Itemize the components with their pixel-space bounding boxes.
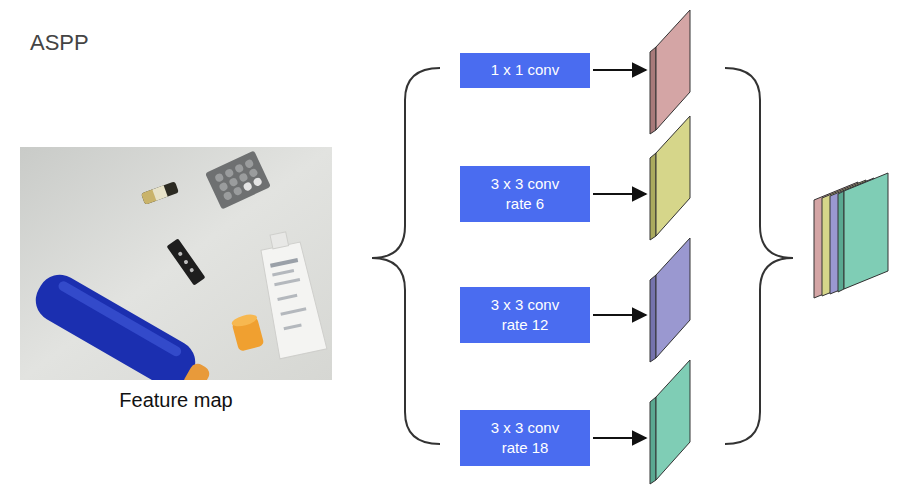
feature-map-photo	[20, 147, 332, 380]
feature-plane	[650, 238, 690, 362]
process-box: 1 x 1 conv	[460, 53, 590, 88]
white-tube	[254, 228, 327, 358]
box-label: 3 x 3 conv rate 18	[479, 418, 571, 458]
right-brace	[725, 68, 793, 444]
battery	[141, 181, 179, 205]
diagram-title: ASPP	[30, 30, 89, 56]
blister-pack	[205, 150, 271, 209]
box-label: 3 x 3 conv rate 12	[479, 295, 571, 335]
process-box: 3 x 3 conv rate 6	[460, 166, 590, 222]
feature-plane	[650, 116, 690, 240]
feature-plane	[650, 360, 690, 484]
feature-plane	[650, 10, 690, 134]
blue-bottle	[28, 267, 217, 380]
left-brace	[372, 68, 440, 444]
box-label: 3 x 3 conv rate 6	[479, 174, 571, 214]
arrow	[593, 437, 646, 439]
usb-stick	[167, 238, 206, 285]
arrow	[593, 69, 646, 71]
process-box: 3 x 3 conv rate 12	[460, 287, 590, 343]
process-box: 3 x 3 conv rate 18	[460, 410, 590, 466]
box-label: 1 x 1 conv	[491, 60, 559, 80]
concatenated-features	[814, 173, 888, 298]
orange-cap	[231, 312, 265, 352]
arrow	[593, 314, 646, 316]
image-caption: Feature map	[119, 389, 232, 412]
arrow	[593, 193, 646, 195]
